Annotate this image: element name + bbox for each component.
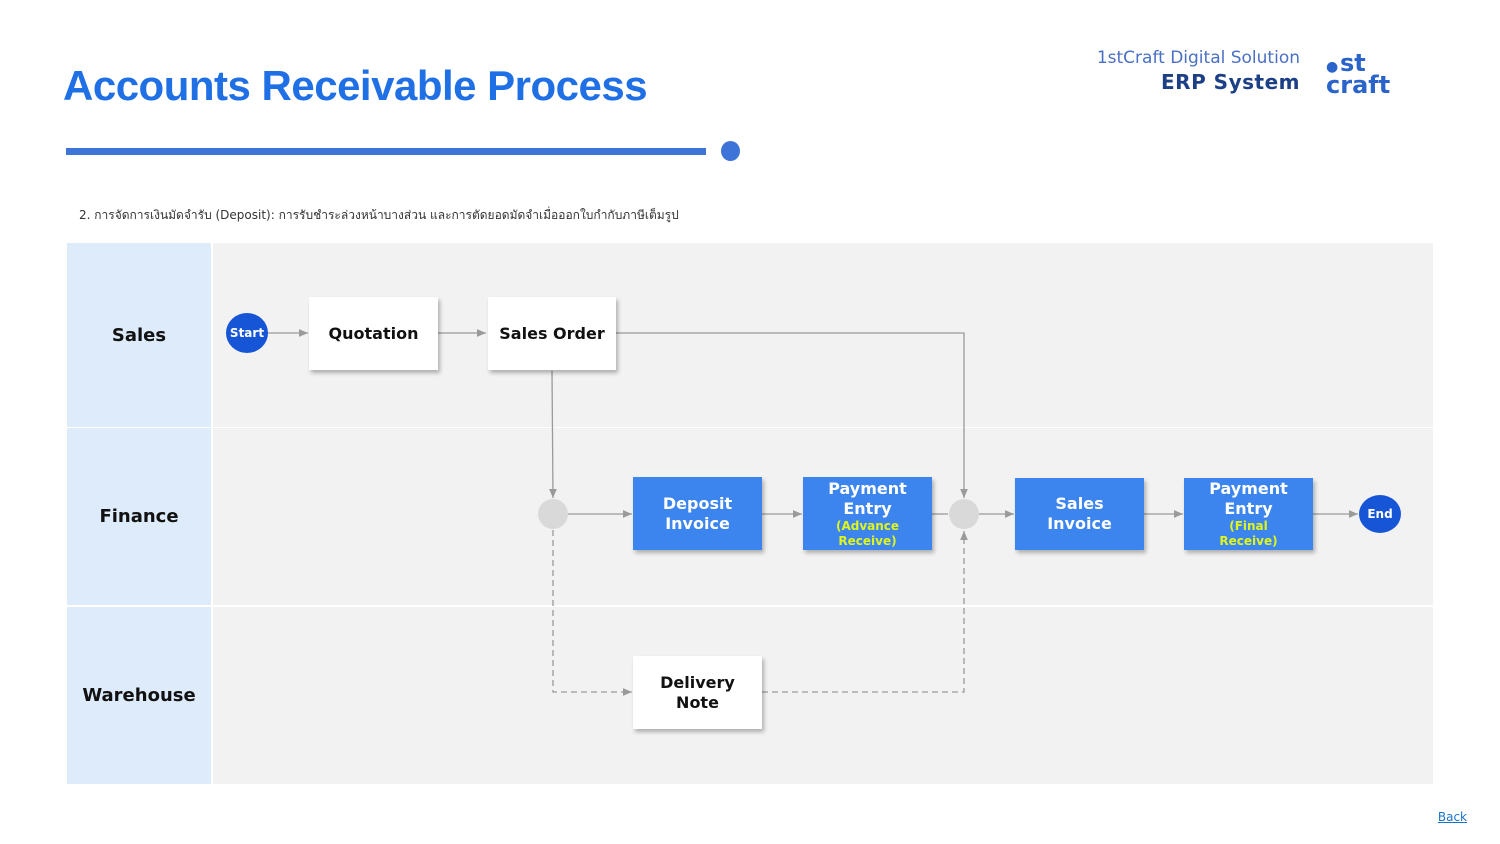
start-node: Start: [226, 313, 268, 353]
lane-header-warehouse: Warehouse: [67, 607, 211, 784]
dashed-gateway1-delivery: [552, 530, 632, 696]
section-subtitle: 2. การจัดการเงินมัดจำรับ (Deposit): การร…: [79, 208, 679, 222]
node-sales-invoice: Sales Invoice: [1015, 478, 1144, 550]
arrow-salesorder-gateway1: [549, 370, 557, 499]
node-quotation-label: Quotation: [328, 324, 419, 343]
page-title: Accounts Receivable Process: [63, 62, 648, 109]
title-underline-dot: [721, 141, 740, 161]
company-logo: ● st craft: [1326, 49, 1391, 99]
end-node: End: [1359, 495, 1401, 533]
lane-body-warehouse: [213, 607, 1433, 784]
node-payment-entry-advance-sub: (Advance Receive): [835, 518, 900, 548]
arrow-salesorder-gateway2: [616, 332, 968, 498]
node-sales-order: Sales Order: [488, 297, 616, 370]
back-link[interactable]: Back: [1437, 810, 1467, 824]
node-sales-order-label: Sales Order: [499, 324, 605, 343]
node-payment-entry-final-label: Payment Entry: [1209, 479, 1288, 518]
node-sales-invoice-label: Sales Invoice: [1047, 494, 1112, 533]
dashed-delivery-gateway2: [762, 531, 968, 693]
brand-system-name: ERP System: [1161, 70, 1300, 94]
node-deposit-invoice-label: Deposit Invoice: [662, 493, 733, 533]
node-payment-entry-advance-label: Payment Entry: [828, 478, 907, 518]
gateway-merge-2: [949, 499, 979, 529]
node-payment-entry-final-sub: (Final Receive): [1219, 519, 1278, 548]
node-payment-entry-final: Payment Entry (Final Receive): [1184, 478, 1313, 550]
lane-header-finance: Finance: [67, 428, 211, 605]
title-underline-bar: [66, 148, 706, 155]
node-delivery-note-label: Delivery Note: [660, 672, 735, 712]
gateway-merge-1: [538, 499, 568, 529]
lane-header-sales: Sales: [67, 243, 211, 427]
node-delivery-note: Delivery Note: [633, 656, 762, 729]
node-deposit-invoice: Deposit Invoice: [633, 477, 762, 550]
node-payment-entry-advance: Payment Entry (Advance Receive): [803, 477, 932, 550]
brand-company-name: 1stCraft Digital Solution: [1096, 48, 1300, 68]
node-quotation: Quotation: [309, 297, 438, 370]
